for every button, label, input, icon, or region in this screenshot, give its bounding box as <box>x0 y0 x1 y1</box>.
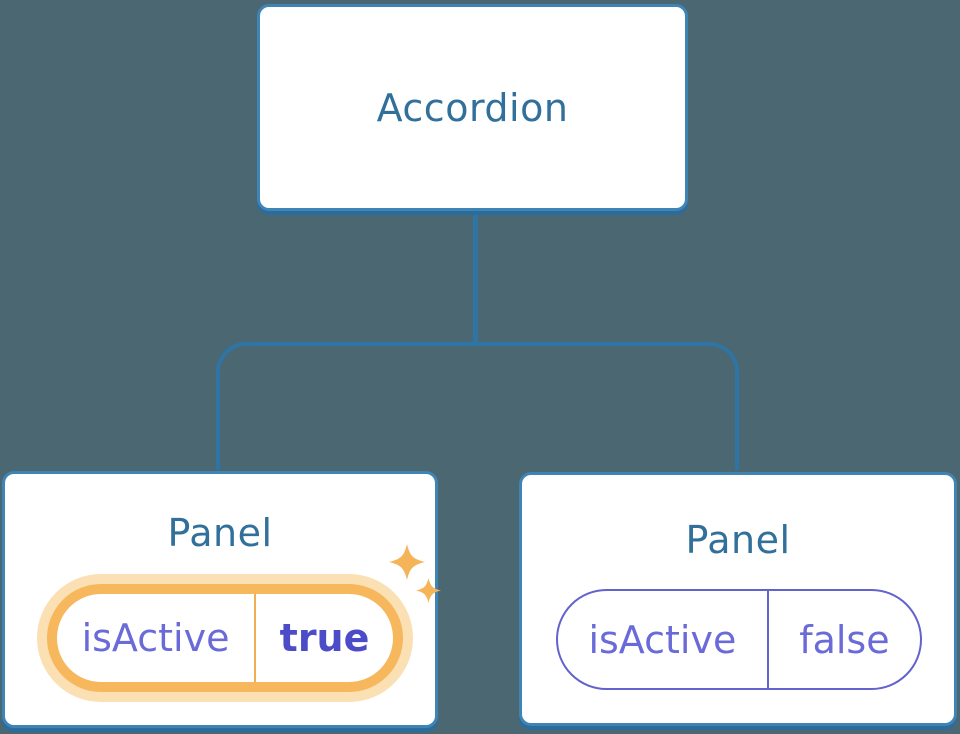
panel-node-inactive-label: Panel <box>685 518 791 562</box>
sparkles-icon <box>389 544 441 603</box>
connector-branch-bracket <box>216 342 739 470</box>
panel-node-active-label: Panel <box>167 511 273 555</box>
state-value-label: true <box>279 616 370 660</box>
panel-node-inactive: Panel isActive false <box>519 472 957 726</box>
accordion-node-label: Accordion <box>376 85 569 130</box>
state-pill-inactive: isActive false <box>556 589 922 690</box>
state-key-label: isActive <box>57 594 257 682</box>
state-pill-active: isActive true <box>47 584 403 692</box>
accordion-node: Accordion <box>257 4 688 211</box>
panel-node-active: Panel isActive true <box>2 471 441 728</box>
state-value-label: false <box>799 617 890 662</box>
connector-root-stem <box>473 210 478 346</box>
state-key-label: isActive <box>558 591 769 688</box>
